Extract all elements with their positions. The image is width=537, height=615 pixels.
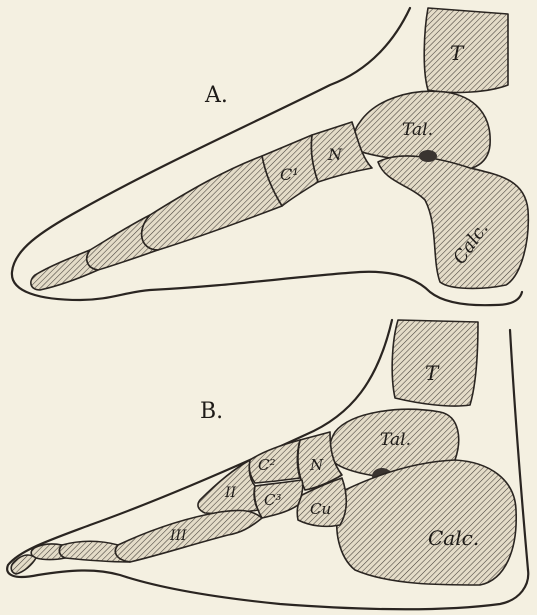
panel-b: B. T Tal. Calc. N Cu C² C³ II III (7, 320, 528, 609)
panel-b-middle-phalanx (31, 544, 65, 560)
panel-a-talus-label: Tal. (402, 120, 433, 140)
panel-b-talus-label: Tal. (380, 430, 411, 450)
panel-b-cuneiform-2-label: C² (258, 456, 276, 474)
panel-b-metatarsal-2-label: II (224, 485, 237, 501)
panel-a-tibia-label: T (450, 41, 465, 65)
panel-a: A. T Tal. Calc. N C¹ (12, 8, 528, 305)
panel-b-tibia-label: T (425, 361, 440, 385)
panel-a-cuneiform-label: C¹ (280, 165, 299, 184)
panel-b-calcaneus-label: Calc. (428, 526, 479, 550)
panel-a-calcaneus (378, 156, 528, 288)
panel-b-cuneiform-3-label: C³ (264, 491, 282, 509)
panel-b-label: B. (200, 399, 223, 424)
panel-a-navicular-label: N (327, 145, 343, 164)
panel-b-cuboid-label: Cu (310, 500, 331, 518)
panel-b-metatarsal-3 (115, 510, 262, 562)
panel-b-navicular-label: N (309, 456, 324, 474)
panel-a-tibia (424, 8, 508, 92)
panel-a-label: A. (204, 83, 228, 108)
panel-a-sinus-tarsi (419, 150, 437, 162)
panel-b-calcaneus (337, 460, 516, 585)
panel-b-metatarsal-3-label: III (169, 528, 187, 544)
panel-a-metatarsal (142, 156, 282, 250)
